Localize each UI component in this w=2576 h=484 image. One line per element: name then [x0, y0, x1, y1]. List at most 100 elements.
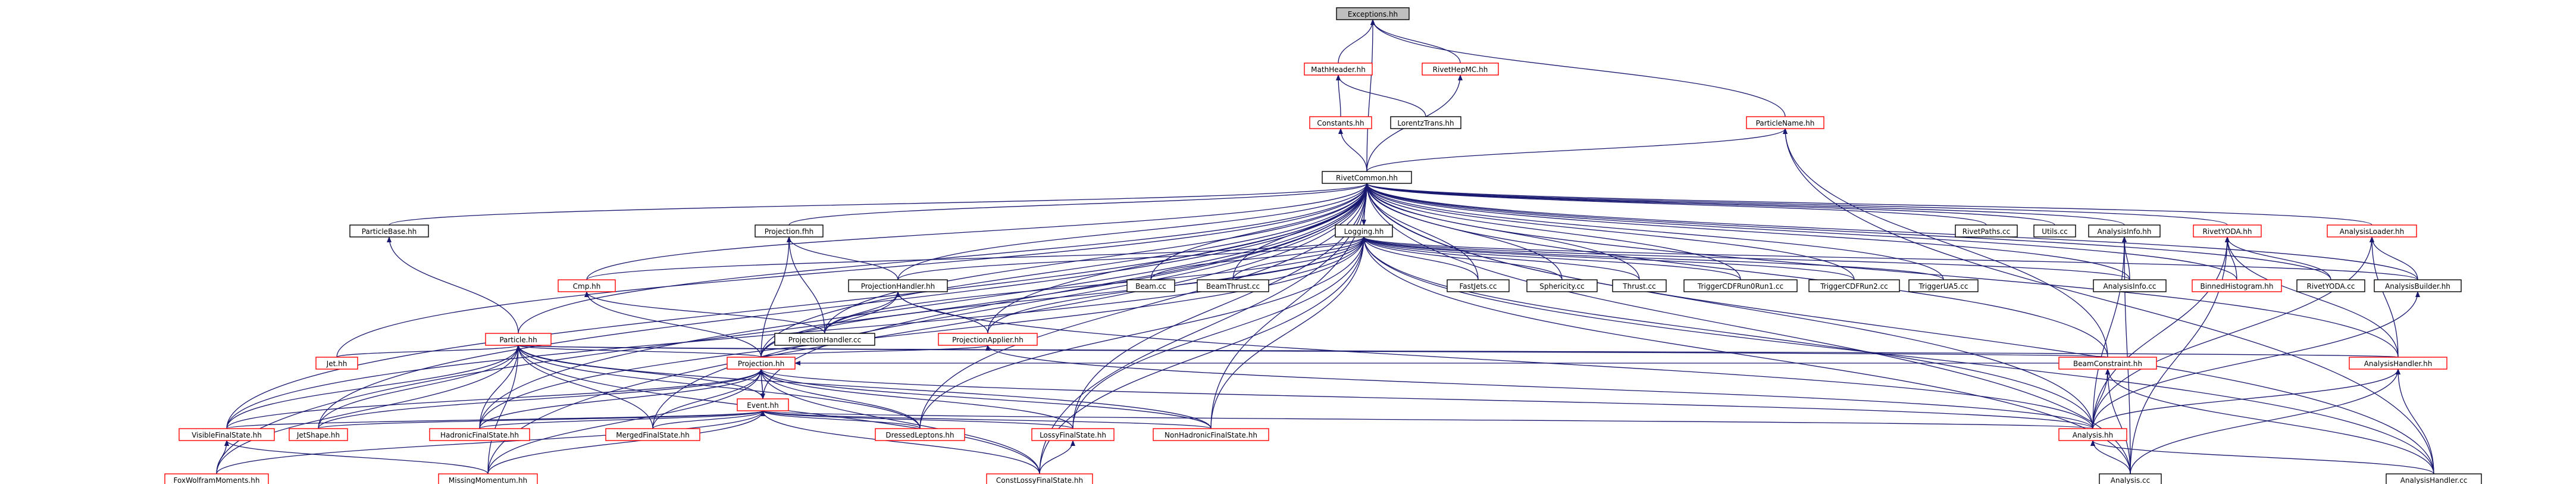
node-label-cmphh: Cmp.hh — [573, 282, 601, 291]
edge-nonhadronicfinalstate-to-logging — [1210, 236, 1366, 429]
node-visiblefinalstate[interactable]: VisibleFinalState.hh — [179, 428, 275, 441]
node-box-rivetpaths — [1955, 224, 2018, 238]
edge-analysishandlercc-to-analysishh — [2090, 440, 2434, 474]
node-jethh[interactable]: Jet.hh — [315, 357, 358, 370]
node-exceptions[interactable]: Exceptions.hh — [1336, 7, 1410, 20]
node-beam[interactable]: Beam.cc — [1126, 279, 1175, 292]
node-fastjets[interactable]: FastJets.cc — [1447, 279, 1510, 292]
node-cmphh[interactable]: Cmp.hh — [558, 279, 616, 292]
node-thrust[interactable]: Thrust.cc — [1612, 279, 1667, 292]
node-mathheader[interactable]: MathHeader.hh — [1304, 63, 1373, 76]
node-analysiscc[interactable]: Analysis.cc — [2099, 473, 2162, 484]
edge-rivetcommon-to-logging — [1361, 183, 1367, 226]
node-box-analysisinfohh — [2088, 224, 2161, 238]
node-box-dressedleptons — [875, 428, 965, 441]
node-analysishandlercc[interactable]: AnalysisHandler.cc — [2386, 473, 2482, 484]
node-constlossy[interactable]: ConstLossyFinalState.hh — [986, 473, 1093, 484]
node-box-lorentztrans — [1390, 116, 1461, 129]
node-label-projectionfhh: Projection.fhh — [765, 227, 814, 236]
node-rivetyodacc[interactable]: RivetYODA.cc — [2296, 279, 2365, 292]
node-box-rivethepmc — [1422, 63, 1499, 76]
node-box-jetshape — [289, 428, 348, 441]
node-triggercdfrun0run1[interactable]: TriggerCDFRun0Run1.cc — [1683, 279, 1798, 292]
node-projectionapplier[interactable]: ProjectionApplier.hh — [938, 333, 1038, 346]
edge-analysishh-to-projectionapplier — [985, 345, 2093, 429]
node-box-analysishandlercc — [2386, 473, 2482, 484]
node-box-projectionhh — [727, 357, 796, 370]
node-hadronicfinalstate[interactable]: HadronicFinalState.hh — [429, 428, 530, 441]
node-particlebase[interactable]: ParticleBase.hh — [349, 224, 429, 238]
node-lorentztrans[interactable]: LorentzTrans.hh — [1390, 116, 1461, 129]
edge-analysisinfohh-to-rivetcommon — [1364, 183, 2125, 226]
node-analysisinfocc[interactable]: AnalysisInfo.cc — [2093, 279, 2167, 292]
node-triggerua5[interactable]: TriggerUA5.cc — [1908, 279, 1979, 292]
node-constants[interactable]: Constants.hh — [1309, 116, 1372, 129]
edge-visiblefinalstate-to-logging — [226, 236, 1366, 429]
edge-jetshape-to-projectionhh — [318, 369, 763, 429]
node-binnedhistogram[interactable]: BinnedHistogram.hh — [2192, 279, 2282, 292]
node-nonhadronicfinalstate[interactable]: NonHadronicFinalState.hh — [1153, 428, 1269, 441]
edge-constlossy-to-lossyfinalstate — [1039, 440, 1075, 474]
node-label-fastjets: FastJets.cc — [1460, 282, 1497, 291]
node-analysisinfohh[interactable]: AnalysisInfo.hh — [2088, 224, 2161, 238]
node-analysishh[interactable]: Analysis.hh — [2058, 428, 2127, 441]
node-lossyfinalstate[interactable]: LossyFinalState.hh — [1031, 428, 1115, 441]
edge-binnedhistogram-to-rivetcommon — [1364, 183, 2237, 280]
node-rivetcommon[interactable]: RivetCommon.hh — [1322, 171, 1412, 184]
node-box-fastjets — [1447, 279, 1510, 292]
node-projectionfhh[interactable]: Projection.fhh — [755, 224, 824, 238]
edge-jetshape-to-eventhh — [318, 410, 765, 429]
node-logging[interactable]: Logging.hh — [1335, 224, 1393, 238]
edge-analysishh-to-logging — [1361, 236, 2093, 429]
edge-projectionhandlercc-to-projectionhandlerhh — [824, 291, 900, 334]
node-rivethepmc[interactable]: RivetHepMC.hh — [1422, 63, 1499, 76]
node-analysisloader[interactable]: AnalysisLoader.hh — [2327, 224, 2417, 238]
node-foxwolfram[interactable]: FoxWolframMoments.hh — [164, 473, 269, 484]
node-rivetpaths[interactable]: RivetPaths.cc — [1955, 224, 2018, 238]
edge-rivetcommon-to-particlename — [1366, 128, 1788, 172]
node-particlename[interactable]: ParticleName.hh — [1746, 116, 1824, 129]
node-eventhh[interactable]: Event.hh — [737, 398, 789, 411]
node-box-thrust — [1612, 279, 1667, 292]
node-box-analysishh — [2058, 428, 2127, 441]
node-box-eventhh — [737, 398, 789, 411]
node-analysisbuilder[interactable]: AnalysisBuilder.hh — [2374, 279, 2462, 292]
edge-analysishandlerhh-to-rivetcommon — [1364, 183, 2399, 358]
node-utils[interactable]: Utils.cc — [2033, 224, 2076, 238]
edge-hadronicfinalstate-to-eventhh — [479, 410, 765, 429]
edge-analysishandlercc-to-analysishandlerhh — [2396, 369, 2434, 474]
node-box-binnedhistogram — [2192, 279, 2282, 292]
node-projectionhandlerhh[interactable]: ProjectionHandler.hh — [848, 279, 948, 292]
edge-nonhadronicfinalstate-to-eventhh — [760, 410, 1212, 429]
edge-analysishh-to-analysishandlerhh — [2092, 369, 2400, 429]
node-missingmomentum[interactable]: MissingMomentum.hh — [438, 473, 538, 484]
node-analysishandlerhh[interactable]: AnalysisHandler.hh — [2349, 357, 2447, 370]
node-label-analysisbuilder: AnalysisBuilder.hh — [2385, 282, 2450, 291]
node-rivetyodahh[interactable]: RivetYODA.hh — [2193, 224, 2262, 238]
edge-particlebase-to-rivetcommon — [389, 183, 1369, 226]
node-beamthrust[interactable]: BeamThrust.cc — [1197, 279, 1269, 292]
node-box-triggercdfrun2 — [1808, 279, 1900, 292]
node-projectionhh[interactable]: Projection.hh — [727, 357, 796, 370]
node-label-utils: Utils.cc — [2042, 227, 2067, 236]
node-sphericity[interactable]: Sphericity.cc — [1526, 279, 1598, 292]
node-box-mergedfinalstate — [605, 428, 700, 441]
node-label-projectionhh: Projection.hh — [738, 360, 784, 368]
edge-beamthrust-to-logging — [1232, 236, 1366, 280]
edge-projectionhandlerhh-to-logging — [897, 236, 1366, 280]
node-triggercdfrun2[interactable]: TriggerCDFRun2.cc — [1808, 279, 1900, 292]
node-label-analysishh: Analysis.hh — [2073, 431, 2113, 439]
node-label-analysiscc: Analysis.cc — [2111, 476, 2150, 484]
edge-lossyfinalstate-to-logging — [1072, 236, 1366, 429]
edge-mergedfinalstate-to-eventhh — [652, 410, 765, 429]
node-particlehh[interactable]: Particle.hh — [485, 333, 552, 346]
node-jetshape[interactable]: JetShape.hh — [289, 428, 348, 441]
node-label-mathheader: MathHeader.hh — [1311, 65, 1366, 74]
node-projectionhandlercc[interactable]: ProjectionHandler.cc — [774, 333, 875, 346]
node-beamconstraint[interactable]: BeamConstraint.hh — [2058, 357, 2157, 370]
node-mergedfinalstate[interactable]: MergedFinalState.hh — [605, 428, 700, 441]
node-box-logging — [1335, 224, 1393, 238]
node-dressedleptons[interactable]: DressedLeptons.hh — [875, 428, 965, 441]
